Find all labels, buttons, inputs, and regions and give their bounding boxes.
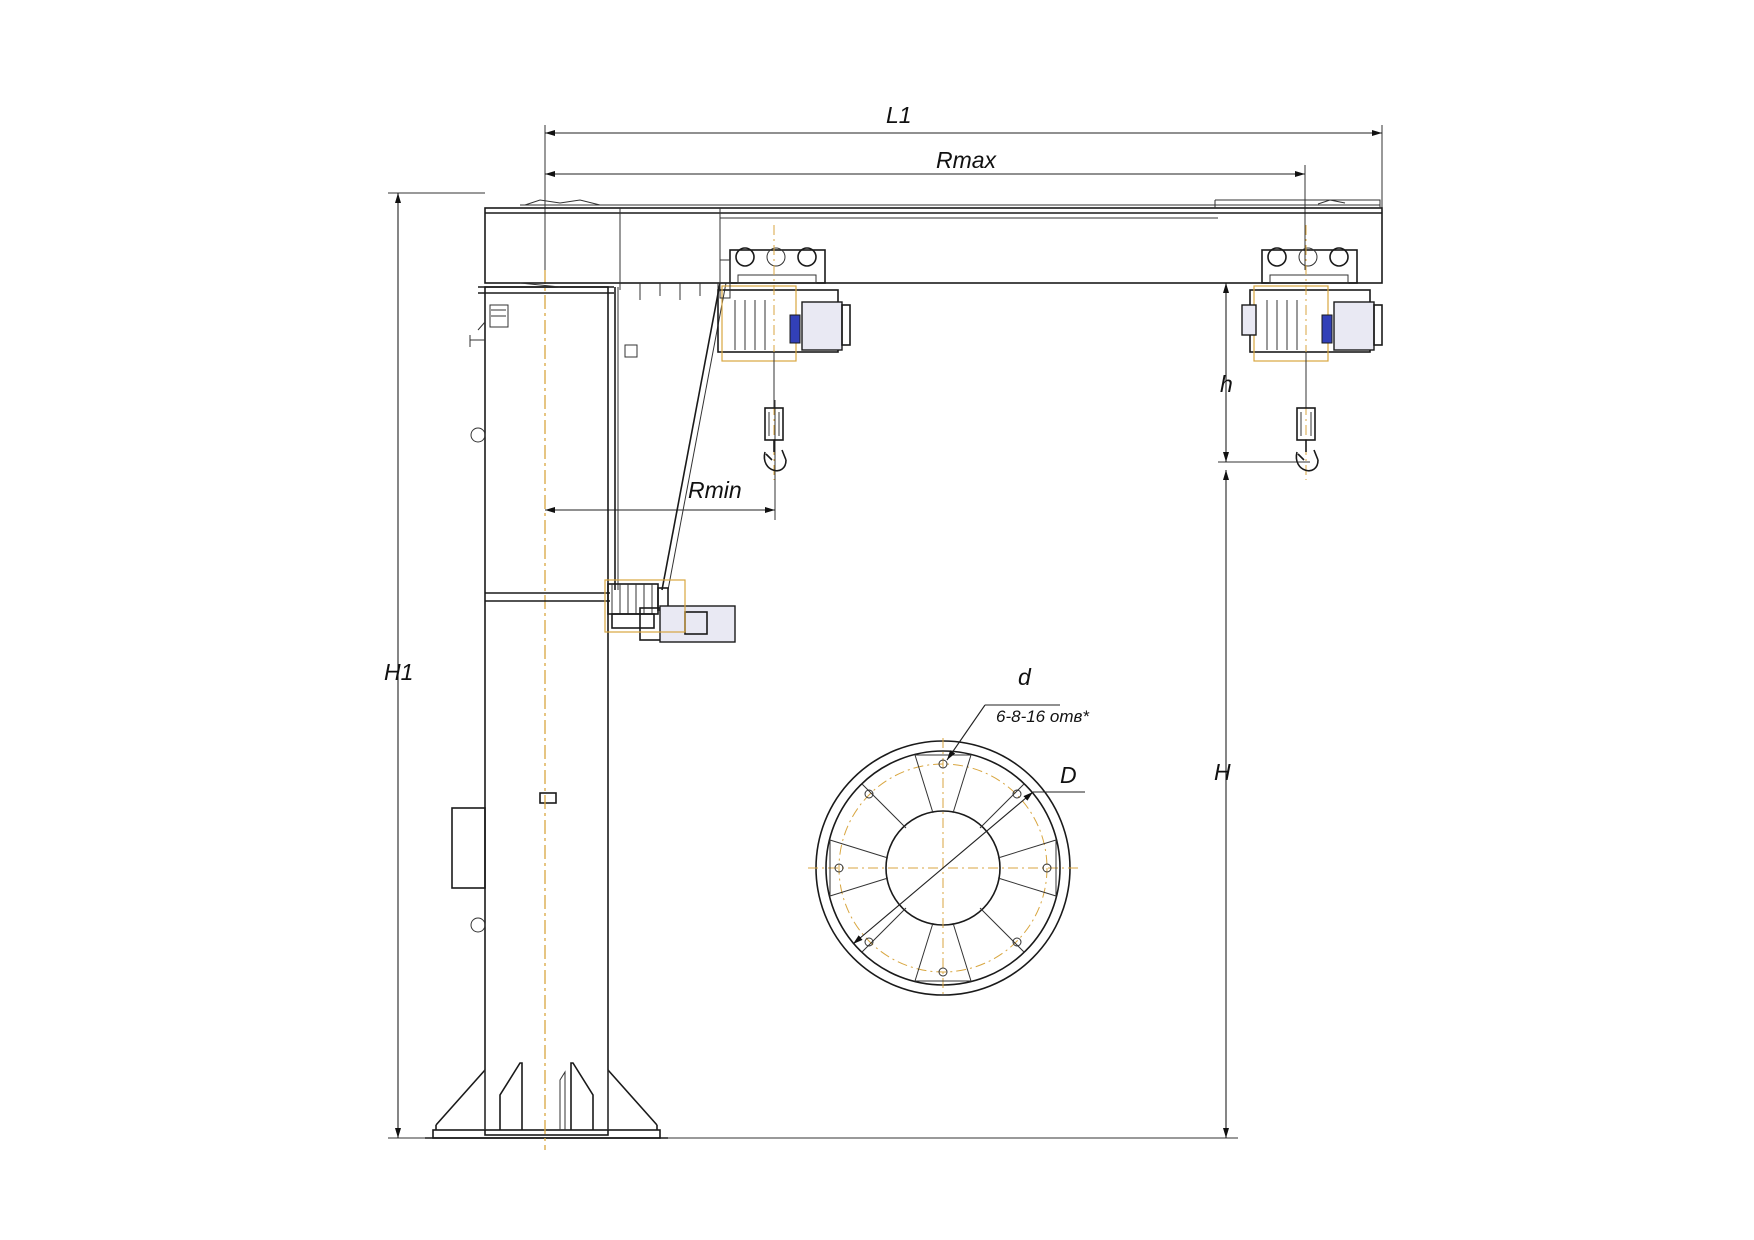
tie-rod — [661, 282, 727, 591]
dimension-rmax: Rmax — [545, 147, 1306, 270]
boom — [484, 199, 1383, 300]
label-l1: L1 — [886, 102, 912, 128]
label-d: d — [1018, 664, 1032, 690]
hoist-far — [1241, 225, 1383, 480]
dimension-h1: H1 — [384, 192, 485, 1139]
hoist-near — [717, 225, 851, 480]
label-H: H — [1214, 759, 1231, 785]
base-flange: D d 6-8-16 отв* — [808, 664, 1090, 998]
boom-bolts — [519, 282, 719, 300]
column-lug-lower — [470, 917, 486, 933]
dimension-l1: L1 — [544, 102, 1383, 280]
dimension-rmin: Rmin — [545, 400, 776, 520]
column-lug-upper — [470, 427, 486, 443]
dimension-small-h: h — [1218, 282, 1310, 463]
label-rmin: Rmin — [688, 477, 742, 503]
column — [451, 286, 638, 1136]
column-base — [425, 1062, 668, 1139]
holes-note: 6-8-16 отв* — [996, 707, 1090, 726]
label-D: D — [1060, 762, 1077, 788]
label-rmax: Rmax — [936, 147, 998, 173]
label-h1: H1 — [384, 659, 413, 685]
label-small-h: h — [1220, 371, 1233, 397]
dimension-h: H — [660, 470, 1238, 1139]
slewing-drive — [485, 579, 736, 643]
column-terminal-box — [451, 807, 486, 889]
